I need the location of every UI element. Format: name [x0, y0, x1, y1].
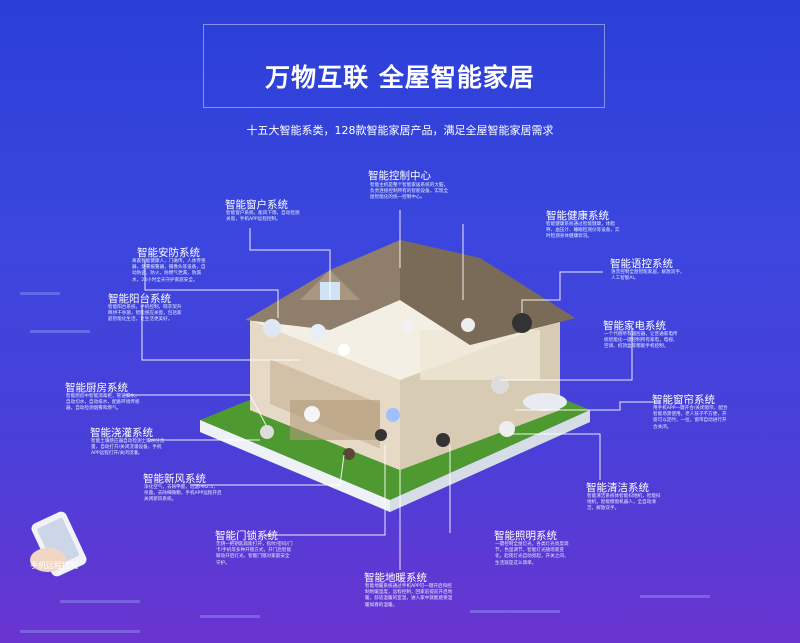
desc-health: 智能健康系统通过智能健康，体脂秤、血压计、睡眠检测仪等设备，实时检测身体健康状况… — [546, 222, 620, 240]
desc-window: 智能窗户系统，能风下雨，自动检测关窗，手机APP远程控制。 — [226, 211, 300, 223]
phone-caption: 手机远程控制 — [30, 561, 78, 570]
desc-irrigation: 智能土壤感应器自动检测土壤水分含量，自动打开/关闭浇灌设备，手机APP远程打开/… — [91, 439, 165, 457]
desc-voice: 语音控制全屋智能家居，解放双手，人工智能AI。 — [611, 270, 685, 282]
label-cleaning: 智能清洁系统 — [586, 482, 649, 494]
page-subtitle: 十五大智能系类，128款智能家居产品，满足全屋智能家居需求 — [246, 124, 554, 137]
desc-floor-heating: 智能地暖系统通过手机APP可一键开启和控制地暖温度，远程控制，回家前提前开启地暖… — [365, 584, 453, 608]
decor-dash — [200, 615, 260, 618]
label-fresh-air: 智能新风系统 — [143, 473, 206, 485]
decor-dash — [640, 595, 710, 598]
label-irrigation: 智能浇灌系统 — [90, 427, 153, 439]
desc-kitchen: 智能厨房中智能消毒柜，管道漏水，自动切水，自动排水，配备环境传感器，自动检测烟雾… — [66, 394, 140, 412]
desc-curtain: 用手机APP一键开合/关闭窗帘，配合智能场景使用，老人孩子不方便，开窗可以定时，… — [653, 406, 728, 430]
label-floor-heating: 智能地暖系统 — [364, 572, 427, 584]
label-kitchen: 智能厨房系统 — [65, 382, 128, 394]
desc-lighting: 一键控制全屋灯光，各类灯光亮度调节，色温调节，智能灯光随场景变化，起夜灯光自动亮… — [495, 542, 569, 566]
label-security: 智能安防系统 — [137, 247, 200, 259]
title-frame — [203, 24, 605, 108]
desc-security: 离家智能健康人，门磁传，人体传感器，烟雾报警器，摄像头等设备，自动防盗，防火，防… — [132, 259, 206, 283]
label-lighting: 智能照明系统 — [494, 530, 557, 542]
label-door-lock: 智能门锁系统 — [215, 530, 278, 542]
page-title: 万物互联 全屋智能家居 — [265, 63, 535, 92]
desc-door-lock: 无钥一把钥匙就能打开，指纹/密码/门卡/手机等多种开锁方式，开门后智能联动开启灯… — [216, 542, 293, 566]
decor-dash — [20, 630, 140, 633]
label-health: 智能健康系统 — [546, 210, 609, 222]
label-appliance: 智能家电系统 — [603, 320, 666, 332]
decor-dash — [60, 600, 140, 603]
desc-fresh-air: 净化空气，去除甲醛，过滤PM2.5，杀菌，去除细微颗，手机APP远程开启关闭新风… — [144, 485, 222, 503]
phone-illustration — [30, 511, 87, 577]
label-control-center: 智能控制中心 — [368, 170, 431, 182]
decor-dash — [30, 330, 90, 333]
desc-cleaning: 智能清洁系统体智能扫地机，智能扫地机，智能擦窗机器人，全自动清洁，解放双手。 — [587, 494, 661, 512]
label-window: 智能窗户系统 — [225, 199, 288, 211]
label-voice: 智能语控系统 — [610, 258, 673, 270]
desc-balcony: 智能阳台系统，手机控制，晾衣架升降烘干杀菌，智能感应关窗，包括家庭智能化生活，让… — [108, 305, 182, 323]
label-curtain: 智能窗帘系统 — [652, 394, 715, 406]
label-balcony: 智能阳台系统 — [108, 293, 171, 305]
desc-control-center: 智能主机是整个智能家居系统的大脑，负责连接控制所有的智能设备，实现全屋智能化的统… — [370, 183, 449, 201]
decor-dash — [470, 610, 560, 613]
desc-appliance: 一个代替所有遥控器，让普通家电传统智能化一键控制所有家电，电视、空调、机顶盒等都… — [604, 332, 678, 350]
decor-dash — [20, 292, 60, 295]
